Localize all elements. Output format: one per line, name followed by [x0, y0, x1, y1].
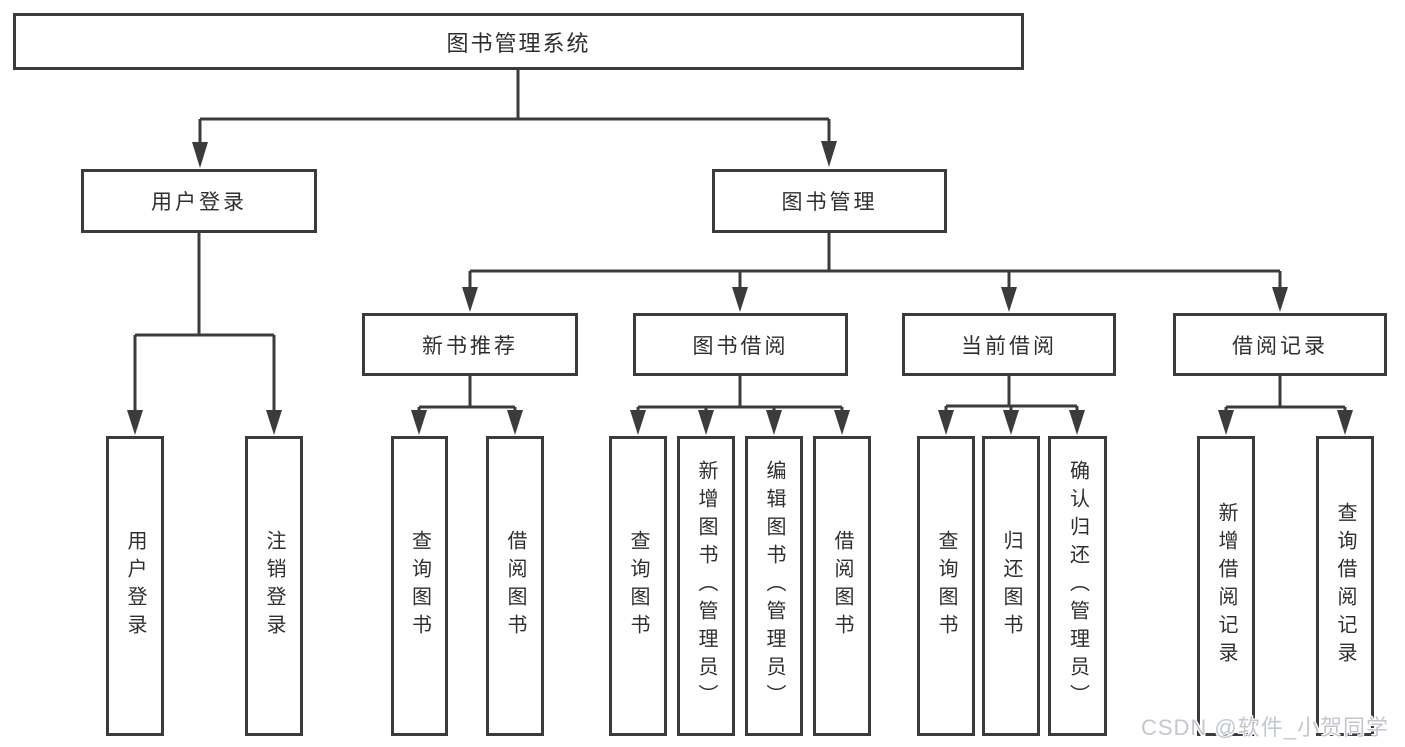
leaf-borrow-borrow-books: 借阅图书 — [813, 436, 871, 736]
leaf-add-book-admin-label: 新增图书（管理员） — [695, 460, 717, 712]
leaf-newbooks-borrow-books: 借阅图书 — [486, 436, 544, 736]
leaf-confirm-return-admin-label: 确认归还（管理员） — [1066, 460, 1089, 712]
watermark-text: CSDN @软件_小贺同学 — [1140, 715, 1389, 740]
leaf-add-book-admin: 新增图书（管理员） — [677, 436, 735, 736]
leaf-borrow-query-books: 查询图书 — [609, 436, 667, 736]
leaf-user-login-label: 用户登录 — [124, 530, 146, 642]
node-book-management: 图书管理 — [712, 169, 947, 233]
leaf-edit-book-admin-label: 编辑图书（管理员） — [763, 460, 785, 712]
node-book-borrow: 图书借阅 — [633, 313, 848, 376]
leaf-newbooks-borrow-books-label: 借阅图书 — [504, 530, 526, 642]
node-user-login-label: 用户登录 — [151, 191, 247, 214]
leaf-borrow-borrow-books-label: 借阅图书 — [831, 530, 853, 642]
node-root-label: 图书管理系统 — [446, 30, 591, 56]
leaf-user-login: 用户登录 — [106, 436, 164, 736]
leaf-edit-book-admin: 编辑图书（管理员） — [745, 436, 803, 736]
leaf-add-borrow-record-label: 新增借阅记录 — [1215, 502, 1237, 670]
leaf-current-query-books: 查询图书 — [917, 436, 975, 736]
node-book-management-label: 图书管理 — [781, 191, 878, 214]
node-new-books-label: 新书推荐 — [422, 334, 518, 358]
node-book-borrow-label: 图书借阅 — [692, 334, 789, 358]
leaf-add-borrow-record: 新增借阅记录 — [1197, 436, 1255, 736]
leaf-borrow-query-books-label: 查询图书 — [627, 530, 649, 642]
node-current-borrow-label: 当前借阅 — [961, 334, 1057, 358]
node-new-books: 新书推荐 — [362, 313, 578, 376]
leaf-return-books-label: 归还图书 — [1000, 530, 1022, 642]
leaf-confirm-return-admin: 确认归还（管理员） — [1048, 436, 1107, 736]
node-current-borrow: 当前借阅 — [902, 313, 1116, 376]
leaf-return-books: 归还图书 — [982, 436, 1040, 736]
leaf-query-borrow-record-label: 查询借阅记录 — [1334, 502, 1356, 670]
leaf-logout: 注销登录 — [245, 436, 303, 736]
leaf-current-query-books-label: 查询图书 — [935, 530, 957, 642]
leaf-query-borrow-record: 查询借阅记录 — [1316, 436, 1374, 736]
node-borrow-records-label: 借阅记录 — [1232, 334, 1328, 358]
leaf-newbooks-query-books-label: 查询图书 — [408, 530, 431, 642]
leaf-newbooks-query-books: 查询图书 — [391, 436, 448, 736]
node-borrow-records: 借阅记录 — [1173, 313, 1387, 376]
node-user-login: 用户登录 — [81, 169, 317, 233]
node-root: 图书管理系统 — [13, 13, 1024, 70]
leaf-logout-label: 注销登录 — [263, 530, 285, 642]
